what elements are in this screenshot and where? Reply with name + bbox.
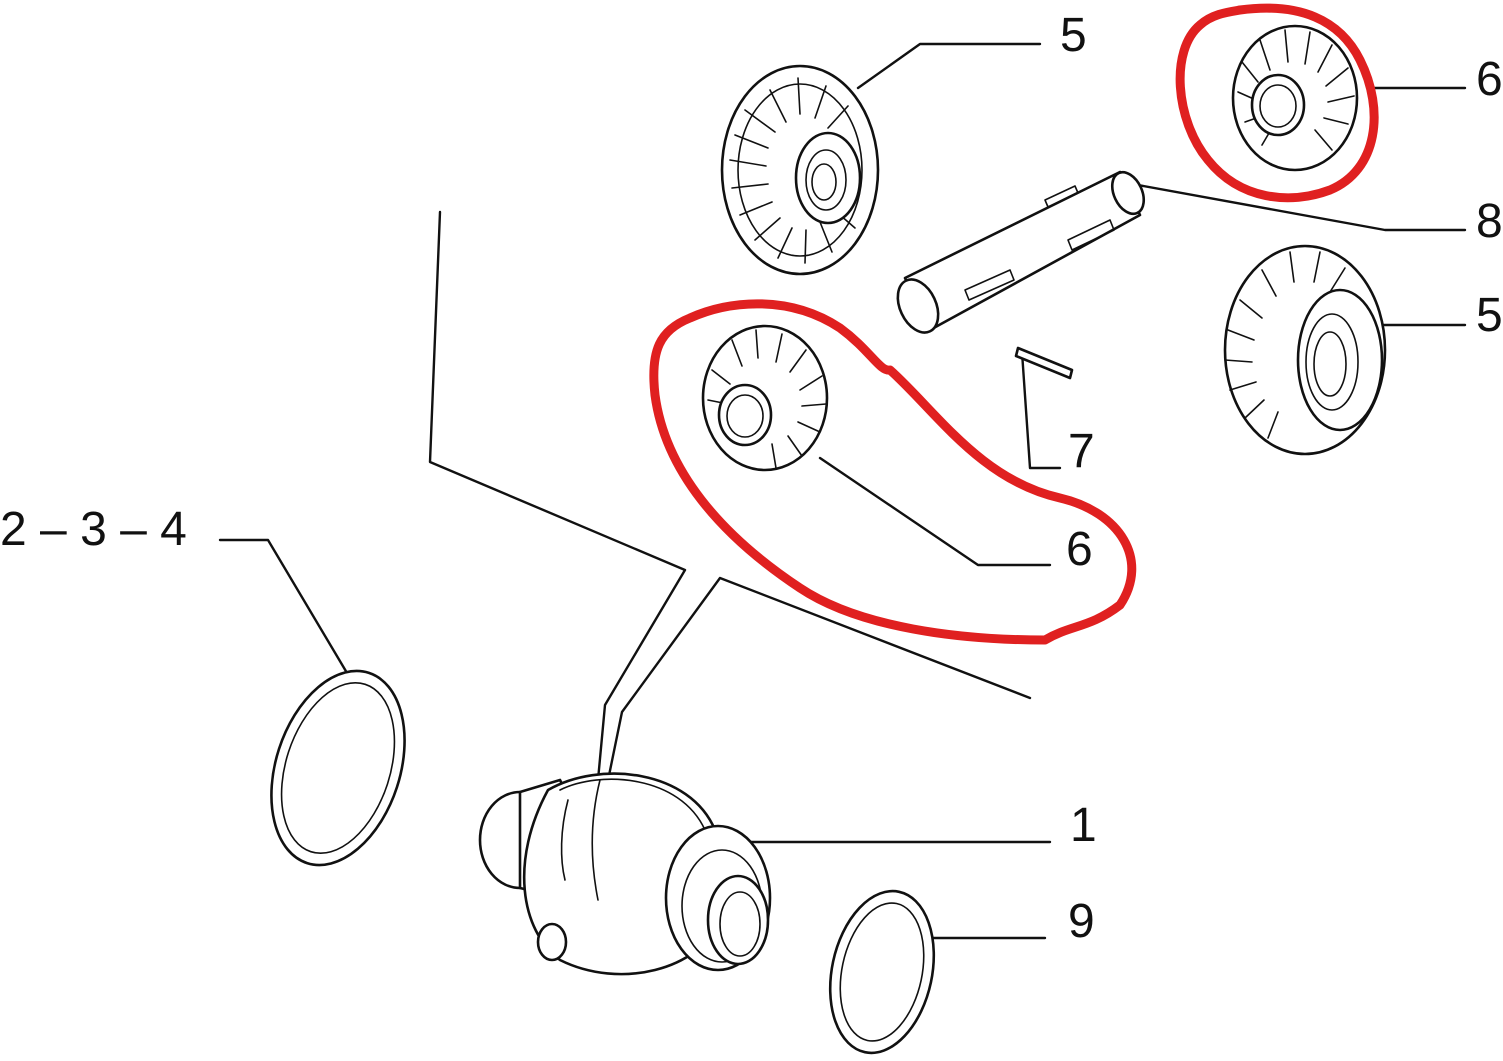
pin-7	[1014, 346, 1074, 380]
label-7: 7	[1068, 425, 1095, 478]
highlight-loop-part-6-middle	[649, 299, 1137, 645]
pinion-gear-6-middle	[701, 324, 829, 472]
leader-lines	[218, 42, 1467, 940]
differential-housing-1	[478, 772, 772, 976]
label-2-3-4: 2 – 3 – 4	[0, 503, 187, 556]
shaft-8	[896, 170, 1146, 334]
highlight-markings	[649, 3, 1379, 645]
label-1: 1	[1070, 799, 1097, 852]
bevel-gear-5-right	[1223, 244, 1387, 456]
highlight-circle-part-6-top	[1175, 3, 1379, 203]
bevel-gear-5-top	[720, 64, 880, 276]
thrust-washer-9	[828, 889, 936, 1055]
label-8: 8	[1476, 195, 1503, 248]
pinion-gear-6-top	[1231, 24, 1359, 172]
label-6-top: 6	[1476, 53, 1503, 106]
shim-ring-2-3-4	[270, 669, 406, 867]
label-5-top: 5	[1060, 9, 1087, 62]
label-6-middle: 6	[1066, 523, 1093, 576]
label-9: 9	[1068, 895, 1095, 948]
label-5-right: 5	[1476, 289, 1503, 342]
